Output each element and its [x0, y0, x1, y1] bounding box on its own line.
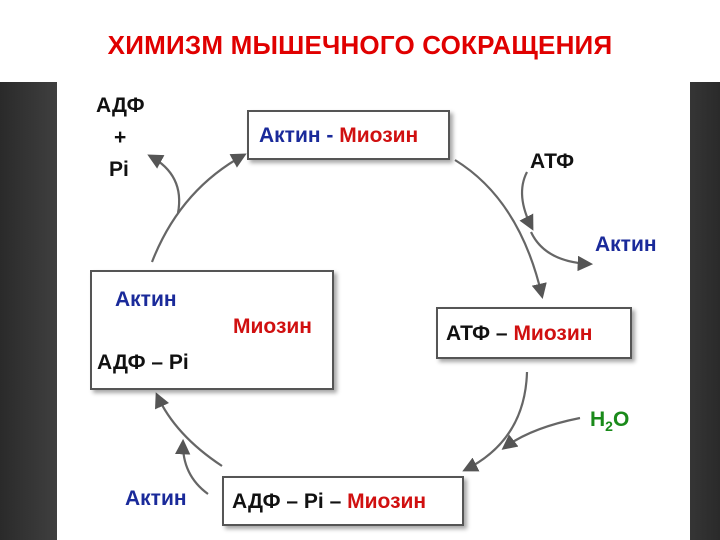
bottom-box-myosin: Миозин [347, 490, 427, 513]
h2o-sub: 2 [605, 418, 613, 435]
arrow-left-to-top [150, 153, 247, 263]
arrow-atp-in [519, 171, 534, 231]
arrow-adp-release [147, 154, 181, 214]
right-box-atp: АТФ [446, 322, 491, 345]
label-actin-right: Актин [595, 233, 657, 256]
actin-myosin-box: Актин - Миозин [247, 110, 450, 160]
bottom-box-dash: – [323, 490, 348, 513]
h2o-o: O [612, 408, 630, 431]
actomyosin-complex-box [90, 270, 334, 390]
arrow-actin-in [174, 438, 209, 495]
label-adf: АДФ [96, 94, 145, 117]
arrow-actin-out [530, 231, 594, 272]
left-box-myosin: Миозин [233, 315, 312, 338]
label-pi: Pi [109, 158, 129, 181]
right-box-myosin: Миозин [513, 322, 593, 345]
arrow-right-to-bottom [462, 371, 529, 472]
right-box-dash: – [490, 322, 514, 345]
top-box-myosin: Миозин [339, 124, 419, 147]
arrow-top-to-right [454, 159, 547, 300]
arrow-bottom-to-left [155, 392, 223, 467]
arrow-h2o-in [501, 416, 581, 450]
label-plus: + [114, 126, 127, 149]
bottom-box-adp-pi: АДФ – Pi [232, 490, 324, 513]
left-box-actin: Актин [115, 288, 177, 311]
label-h2o: H2O [590, 408, 629, 434]
label-atp: АТФ [530, 150, 575, 173]
h2o-h: H [590, 408, 606, 431]
left-box-adp-pi: АДФ – Pi [97, 351, 189, 374]
title-band [0, 0, 720, 82]
top-box-actin: Актин [259, 124, 321, 147]
adp-pi-myosin-box: АДФ – Pi – Миозин [222, 476, 464, 526]
label-actin-bottom: Актин [125, 487, 187, 510]
page-title: ХИМИЗМ МЫШЕЧНОГО СОКРАЩЕНИЯ [107, 30, 613, 60]
atp-myosin-box: АТФ – Миозин [436, 307, 632, 359]
top-box-dash: - [320, 124, 340, 147]
